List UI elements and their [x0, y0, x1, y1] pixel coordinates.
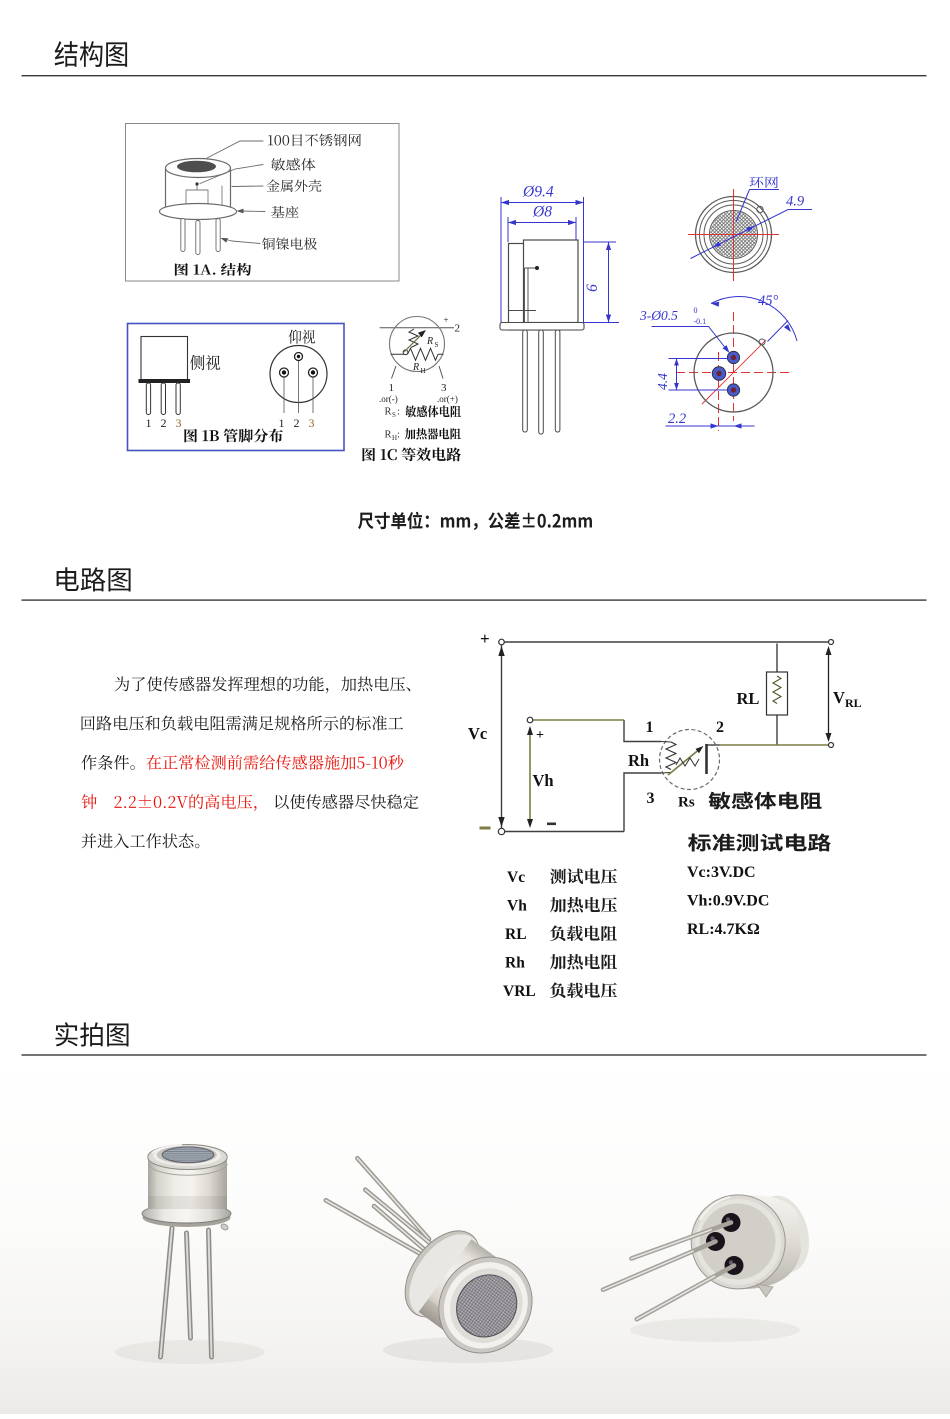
- svg-text:Vh: Vh: [507, 898, 527, 915]
- svg-text:2.2: 2.2: [668, 411, 686, 427]
- svg-text:0: 0: [694, 306, 698, 315]
- svg-text:+: +: [480, 629, 490, 648]
- svg-text:S: S: [435, 341, 439, 349]
- svg-text:2: 2: [716, 719, 724, 736]
- svg-text:Rh: Rh: [505, 955, 525, 972]
- svg-text:VRL: VRL: [503, 983, 536, 1000]
- svg-text:Ø8: Ø8: [532, 204, 552, 221]
- svg-text:Vc: Vc: [468, 724, 487, 743]
- svg-text:6: 6: [584, 284, 601, 292]
- svg-text:RL:4.7KΩ: RL:4.7KΩ: [687, 921, 760, 938]
- svg-text:R: R: [412, 362, 419, 373]
- svg-text:RL: RL: [505, 926, 527, 943]
- svg-text:.or(+): .or(+): [437, 394, 458, 404]
- svg-text:45°: 45°: [758, 293, 779, 309]
- svg-text:RL: RL: [845, 696, 862, 710]
- svg-text:S: S: [392, 411, 396, 419]
- svg-text:3-Ø0.5: 3-Ø0.5: [639, 308, 678, 323]
- svg-text:R: R: [426, 336, 433, 347]
- svg-text:2: 2: [294, 416, 300, 430]
- svg-text:Vc:3V.DC: Vc:3V.DC: [687, 864, 756, 881]
- svg-text:Rh: Rh: [628, 751, 649, 770]
- svg-text:R: R: [385, 407, 392, 418]
- svg-text:RL: RL: [737, 689, 760, 708]
- svg-text:H: H: [392, 434, 397, 442]
- svg-text:3: 3: [176, 416, 182, 430]
- svg-text:-0.1: -0.1: [694, 317, 707, 326]
- svg-text:Rs: Rs: [678, 795, 695, 811]
- svg-text:.or(-): .or(-): [379, 394, 398, 404]
- svg-text:+: +: [444, 315, 449, 325]
- svg-text:3: 3: [647, 790, 655, 807]
- svg-text:2: 2: [161, 416, 167, 430]
- svg-text:4.4: 4.4: [655, 373, 670, 390]
- svg-text:R: R: [385, 430, 392, 441]
- svg-text:1: 1: [279, 416, 285, 430]
- svg-text:V: V: [833, 688, 845, 707]
- svg-text:Vh: Vh: [533, 771, 554, 790]
- svg-text:+: +: [536, 728, 544, 743]
- svg-text:Ø9.4: Ø9.4: [522, 184, 554, 201]
- svg-text:Vc: Vc: [507, 869, 525, 886]
- svg-text:2: 2: [455, 323, 461, 335]
- svg-text:1: 1: [146, 416, 152, 430]
- svg-text:1: 1: [389, 382, 395, 394]
- svg-text:1: 1: [646, 719, 654, 736]
- svg-text:Vh:0.9V.DC: Vh:0.9V.DC: [687, 893, 769, 910]
- svg-text:H: H: [421, 367, 426, 375]
- svg-text::: :: [397, 430, 400, 441]
- svg-text:4.9: 4.9: [786, 194, 805, 210]
- svg-text::: :: [397, 407, 400, 418]
- svg-text:3: 3: [309, 416, 315, 430]
- svg-text:3: 3: [441, 382, 447, 394]
